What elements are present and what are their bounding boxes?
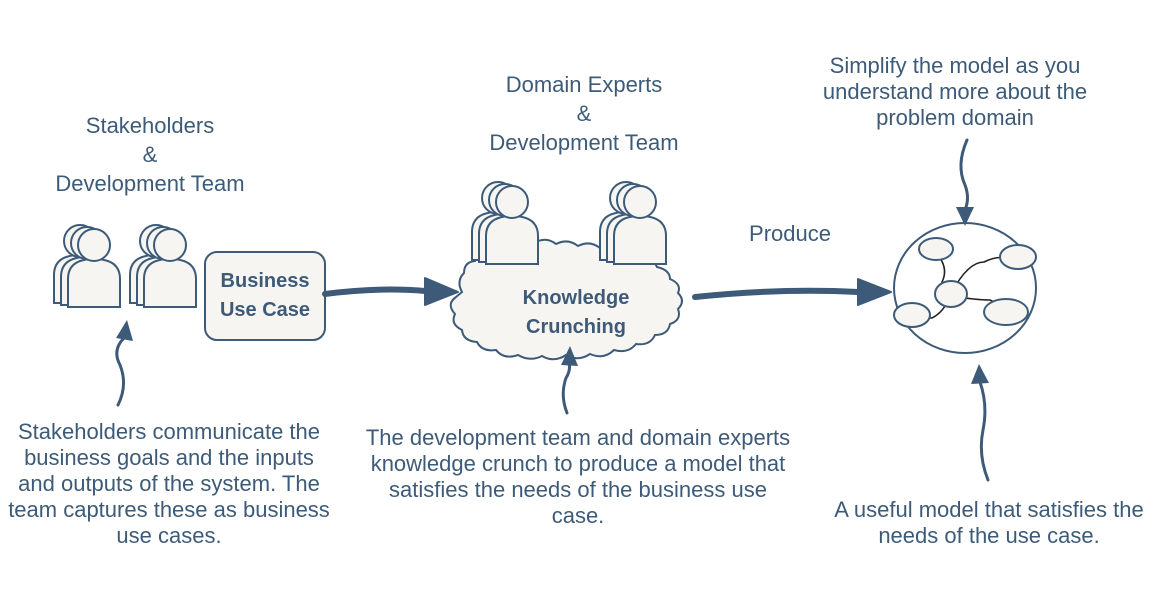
knowledge-crunching-line2: Crunching: [526, 316, 626, 338]
domain-label-line1: Domain Experts: [505, 72, 663, 97]
simplify-caption: Simplify the model as you understand mor…: [822, 53, 1088, 130]
business-use-case-line2: Use Case: [219, 299, 311, 321]
domain-expert-figure-2: [599, 181, 667, 265]
pointer-arrow-crunching: [561, 346, 578, 415]
flow-arrow-to-crunching: [322, 277, 459, 306]
pointer-arrow-useful-model: [971, 364, 990, 482]
domain-label-line3: Development Team: [489, 130, 679, 155]
stakeholders-group-label: Stakeholders & Development Team: [0, 111, 300, 198]
domain-expert-figure-1: [471, 181, 539, 265]
crunch-caption: The development team and domain experts …: [365, 425, 791, 528]
stakeholders-label-line3: Development Team: [55, 171, 245, 196]
stakeholders-label-line1: Stakeholders: [85, 113, 215, 138]
domain-group-label: Domain Experts & Development Team: [434, 70, 734, 157]
business-use-case-line1: Business: [220, 270, 310, 292]
stakeholder-figure-1: [53, 224, 121, 308]
flow-arrow-to-model: [692, 278, 892, 306]
pointer-arrow-simplify: [956, 138, 974, 226]
stakeholders-caption: Stakeholders communicate the business go…: [8, 419, 330, 548]
knowledge-crunching-line1: Knowledge: [522, 287, 630, 309]
stakeholder-figure-2: [129, 224, 197, 308]
model-caption: A useful model that satisfies the needs …: [834, 497, 1144, 548]
stakeholders-label-line2: &: [142, 142, 158, 167]
pointer-arrow-stakeholders: [115, 320, 133, 407]
domain-label-line2: &: [576, 101, 592, 126]
produce-label: Produce: [749, 221, 831, 246]
knowledge-crunching-label: Knowledge Crunching: [476, 284, 676, 342]
business-use-case-label: Business Use Case: [205, 267, 325, 325]
domain-model-circle: [893, 222, 1037, 354]
